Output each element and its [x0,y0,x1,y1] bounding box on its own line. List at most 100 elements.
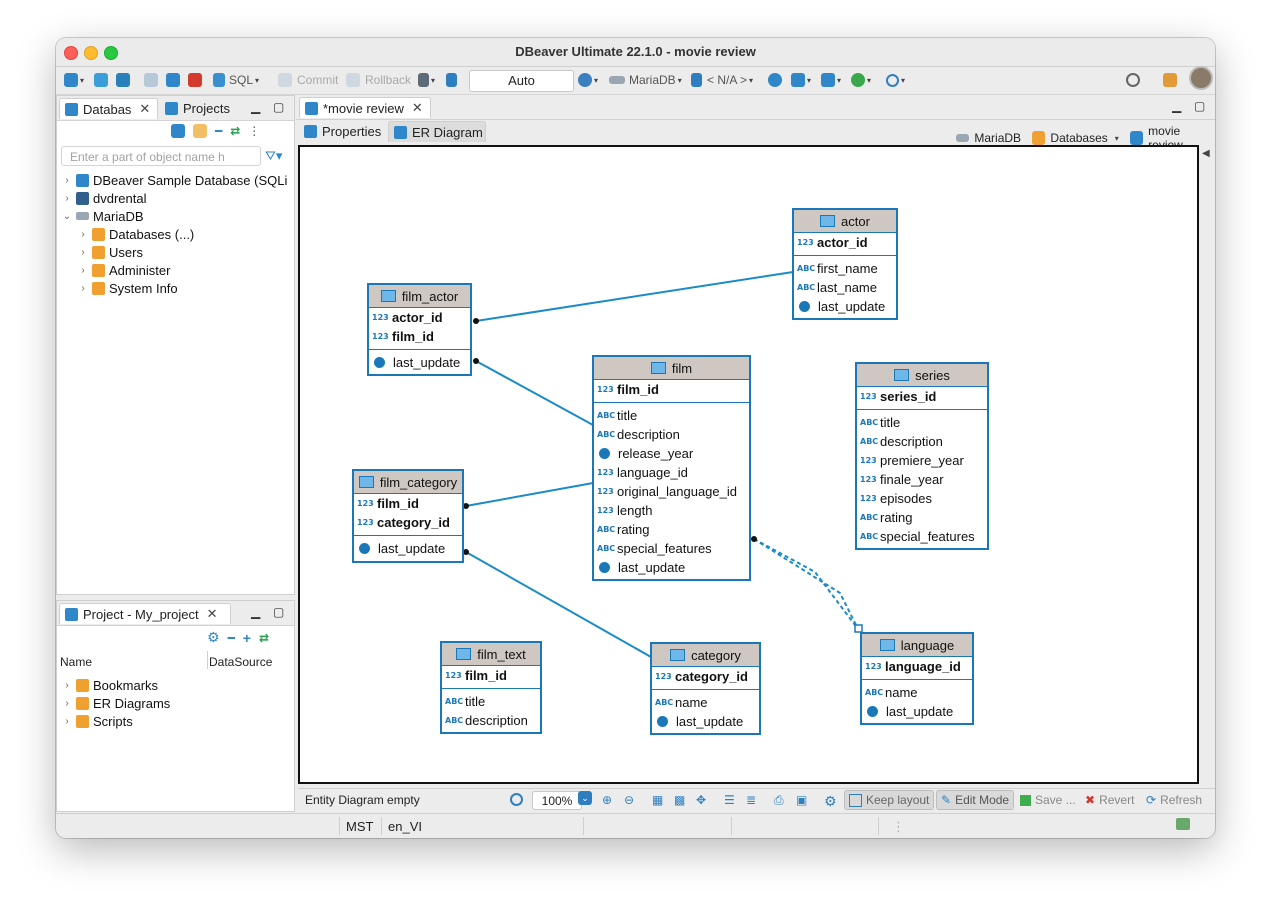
move-icon[interactable]: ✥ [696,793,707,807]
network-button[interactable]: ▾ [821,71,841,89]
reconnect-button[interactable] [166,71,180,89]
print-icon[interactable]: ⎙ [774,793,784,807]
revert-button[interactable]: ✖Revert [1085,793,1134,807]
tab-movie-review[interactable]: *movie review✕ [299,97,431,118]
palette-toggle-icon[interactable]: ◀ [1202,148,1210,159]
collapse-chevron-icon[interactable]: ⌄ [62,210,72,222]
expand-chevron-icon[interactable]: › [65,174,69,186]
perspective-button[interactable] [1163,71,1177,89]
link-editor-icon[interactable]: ⇄ [230,124,241,138]
filter-icon[interactable]: ⛛▾ [265,148,283,163]
maximize-editor-icon[interactable]: ▢ [1194,99,1206,113]
maximize-panel-icon[interactable]: ▢ [273,605,285,619]
lock-button[interactable] [446,71,457,89]
close-tab-icon[interactable]: ✕ [411,100,423,115]
expand-chevron-icon[interactable]: › [81,246,85,258]
minimize-panel-icon[interactable]: ▁ [251,100,261,114]
tree-layout-icon[interactable]: ≣ [746,793,757,807]
history-button[interactable]: ▾ [578,71,598,89]
zoom-search-icon[interactable] [510,793,523,806]
close-window-button[interactable] [64,46,78,60]
tree-item-bookmarks[interactable]: ›Bookmarks [61,676,158,694]
new-connection-button[interactable]: ▾ [64,71,84,89]
entity-column[interactable]: last_update [354,539,462,558]
minimize-window-button[interactable] [84,46,98,60]
expand-chevron-icon[interactable]: › [65,697,69,709]
tab-projects[interactable]: Projects [160,98,230,118]
debug-button[interactable]: ▾ [851,71,871,89]
arrange-icon[interactable]: ▦ [652,793,664,807]
tree-item-sample-db[interactable]: ›DBeaver Sample Database (SQLi [61,171,287,189]
connect-button[interactable] [144,71,158,89]
collapse-all-icon[interactable]: ━ [215,124,223,138]
settings-gear-icon[interactable]: ⚙ [824,793,837,809]
zoom-level-field[interactable]: 100% [532,791,582,810]
zoom-dropdown-icon[interactable]: ⌄ [578,791,592,805]
entity-column[interactable]: last_update [369,353,470,372]
zoom-window-button[interactable] [104,46,118,60]
connection-error-icon[interactable] [1176,818,1190,833]
breadcrumb-folder[interactable]: Databases [1050,131,1108,145]
tree-item-mariadb[interactable]: ⌄MariaDB [61,207,144,225]
sql-editor-button[interactable]: SQL▾ [213,71,259,89]
subtab-properties[interactable]: Properties [299,121,381,141]
tree-item-users[interactable]: ›Users [77,243,143,261]
grid-icon[interactable]: ▩ [674,793,686,807]
open-database-button[interactable] [116,71,130,89]
column-header-name[interactable]: Name [60,655,93,669]
schema-selector[interactable]: < N/A >▾ [691,71,753,89]
expand-chevron-icon[interactable]: › [81,282,85,294]
gear-icon[interactable]: ⚙ [207,629,220,645]
minimize-panel-icon[interactable]: ▁ [251,605,261,619]
dashboard-button[interactable] [768,71,782,89]
edit-mode-button[interactable]: ✎Edit Mode [936,790,1015,810]
entity-column[interactable]: last_update [862,702,972,721]
collapse-all-icon[interactable]: ━ [227,630,235,645]
new-folder-icon[interactable] [193,124,207,138]
relation-film-category-category[interactable] [465,551,652,658]
relation-film-actor-film[interactable] [475,360,594,426]
zoom-in-icon[interactable]: ⊕ [602,793,613,807]
tab-project[interactable]: Project - My_project✕ [59,603,231,624]
notes-icon[interactable]: ☰ [724,793,735,807]
expand-chevron-icon[interactable]: › [81,228,85,240]
global-search-button[interactable] [1126,71,1140,89]
navigator-filter-input[interactable]: Enter a part of object name h [61,146,261,166]
tree-item-er-diagrams[interactable]: ›ER Diagrams [61,694,170,712]
connect-cloud-button[interactable] [94,71,108,89]
save-button[interactable]: Save ... [1020,793,1076,807]
refresh-button[interactable]: ⟳Refresh [1146,793,1202,807]
maximize-panel-icon[interactable]: ▢ [273,100,285,114]
breadcrumb-datasource[interactable]: MariaDB [974,131,1022,145]
commit-button[interactable]: Commit [278,71,338,89]
expand-chevron-icon[interactable]: › [65,679,69,691]
rollback-button[interactable]: Rollback [346,71,411,89]
disconnect-button[interactable] [188,71,202,89]
tree-item-databases[interactable]: ›Databases (...) [77,225,194,243]
expand-chevron-icon[interactable]: › [65,715,69,727]
